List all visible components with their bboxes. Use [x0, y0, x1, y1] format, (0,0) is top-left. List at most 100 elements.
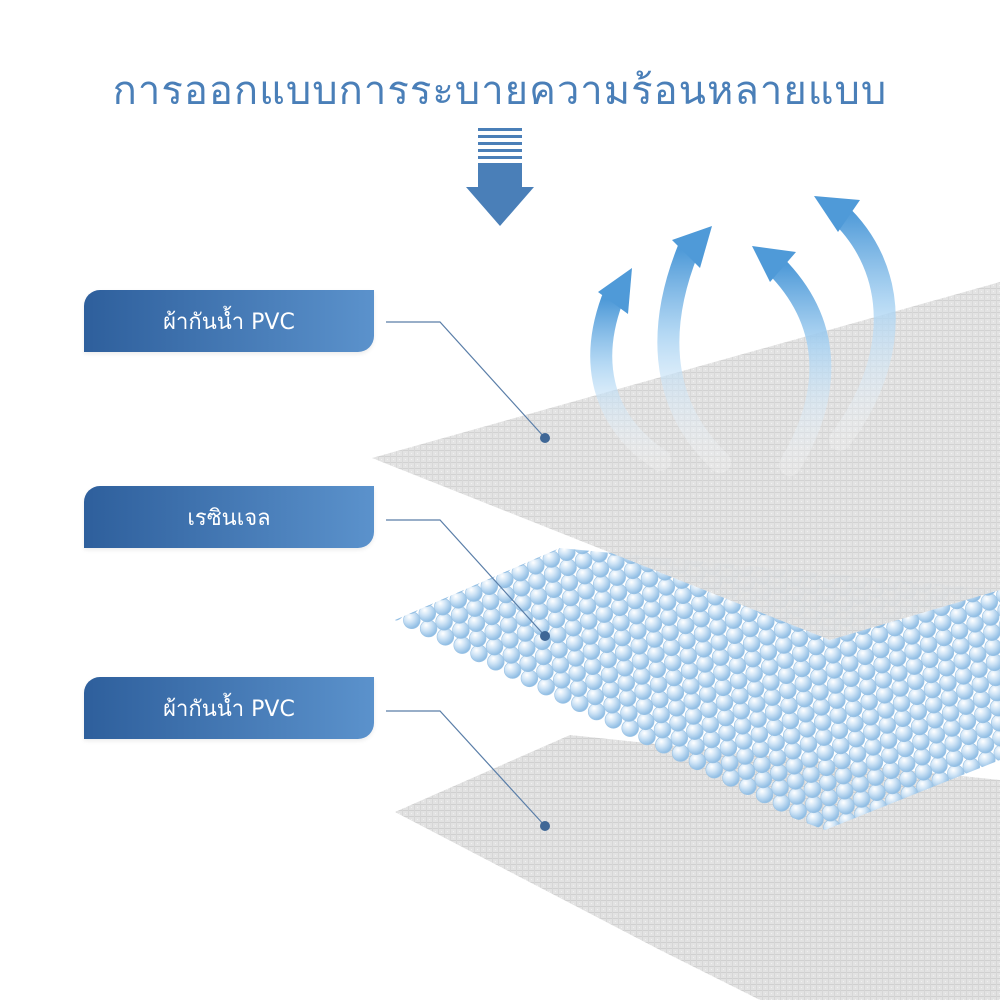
gel-bead — [865, 753, 884, 771]
gel-bead — [710, 633, 728, 651]
gel-bead — [801, 750, 819, 768]
gel-bead — [658, 593, 677, 611]
gel-bead — [515, 609, 533, 627]
gel-bead — [866, 768, 885, 786]
gel-bead — [817, 758, 836, 777]
gel-bead — [636, 712, 655, 731]
gel-bead — [958, 712, 977, 730]
gel-bead — [797, 705, 815, 723]
gel-bead — [623, 561, 642, 580]
gel-bead — [770, 763, 788, 782]
gel-bead — [731, 686, 749, 705]
gel-bead — [592, 575, 611, 593]
gel-bead — [587, 702, 606, 721]
gel-bead — [879, 731, 898, 749]
gel-bead — [749, 710, 767, 728]
gel-bead — [705, 760, 723, 779]
gel-bead — [419, 619, 438, 638]
gel-bead — [497, 585, 515, 604]
gel-bead — [803, 780, 822, 798]
gel-bead — [940, 689, 958, 707]
gel-bead — [870, 625, 889, 644]
gel-bead — [642, 585, 660, 603]
gel-bead — [834, 766, 853, 785]
gel-bead — [843, 684, 862, 703]
gel-bead — [839, 639, 858, 657]
gel-bead — [664, 653, 682, 672]
gel-bead — [786, 772, 805, 790]
gel-bead — [780, 696, 798, 715]
gel-bead — [873, 655, 891, 674]
gel-bead — [484, 622, 502, 641]
gel-bead — [984, 638, 1000, 656]
gel-bead — [669, 714, 687, 732]
gel-bead — [660, 608, 678, 626]
gel-bead — [945, 749, 964, 767]
gel-bead — [826, 676, 845, 694]
gel-bead — [922, 665, 940, 684]
gel-bead — [830, 721, 849, 740]
gel-bead — [617, 674, 635, 692]
gel-bead — [928, 741, 947, 759]
down-arrow-icon — [466, 128, 534, 226]
gel-bead — [742, 634, 761, 653]
gel-bead — [527, 557, 545, 575]
gel-bead — [921, 650, 939, 669]
gel-bead — [643, 600, 661, 618]
gel-bead — [744, 649, 762, 668]
gel-bead — [859, 677, 877, 696]
gel-bead — [519, 654, 537, 672]
gel-bead — [950, 621, 969, 640]
gel-bead — [949, 606, 967, 625]
gel-bead — [841, 654, 859, 672]
gel-bead — [466, 599, 484, 617]
gel-bead — [988, 683, 1000, 702]
gel-bead — [630, 637, 648, 655]
gel-bead — [957, 697, 975, 715]
gel-bead — [751, 740, 770, 758]
gel-bead — [662, 638, 681, 657]
gel-bead — [941, 704, 960, 722]
gel-bead — [909, 702, 927, 721]
gel-bead — [788, 787, 806, 805]
gel-bead — [729, 671, 748, 690]
gel-bead — [965, 600, 983, 618]
gel-bead — [737, 762, 756, 780]
gel-bead — [558, 548, 576, 561]
gel-bead — [576, 566, 594, 585]
gel-bead — [718, 723, 736, 742]
gel-bead — [804, 795, 823, 814]
gel-bead — [835, 782, 854, 800]
gel-bead — [923, 680, 942, 699]
gel-bead — [773, 621, 792, 639]
gel-bead — [748, 695, 766, 713]
gel-bead — [784, 742, 802, 760]
gel-bead — [614, 643, 633, 662]
gel-bead — [746, 680, 765, 698]
gel-bead — [543, 565, 562, 583]
gel-bead — [956, 682, 974, 700]
gel-bead — [559, 558, 577, 577]
gel-bead — [772, 794, 791, 812]
gel-bead — [807, 637, 825, 656]
gel-bead — [651, 690, 669, 709]
gel-bead — [943, 719, 961, 737]
gel-bead — [530, 602, 549, 620]
gel-bead — [613, 628, 632, 647]
gel-bead — [975, 720, 993, 739]
gel-bead — [762, 673, 780, 691]
gel-bead — [470, 644, 488, 663]
gel-bead — [815, 728, 833, 746]
gel-bead — [795, 689, 814, 708]
gel-bead — [450, 606, 469, 624]
gel-bead — [779, 681, 797, 700]
gel-bead — [736, 747, 754, 765]
gel-bead — [545, 580, 563, 598]
gel-bead — [682, 677, 700, 695]
gel-bead — [652, 705, 670, 724]
gel-bead — [976, 735, 995, 754]
gel-bead — [793, 659, 811, 678]
gel-bead — [551, 656, 570, 674]
gel-bead — [764, 703, 783, 721]
gel-bead — [728, 656, 747, 675]
